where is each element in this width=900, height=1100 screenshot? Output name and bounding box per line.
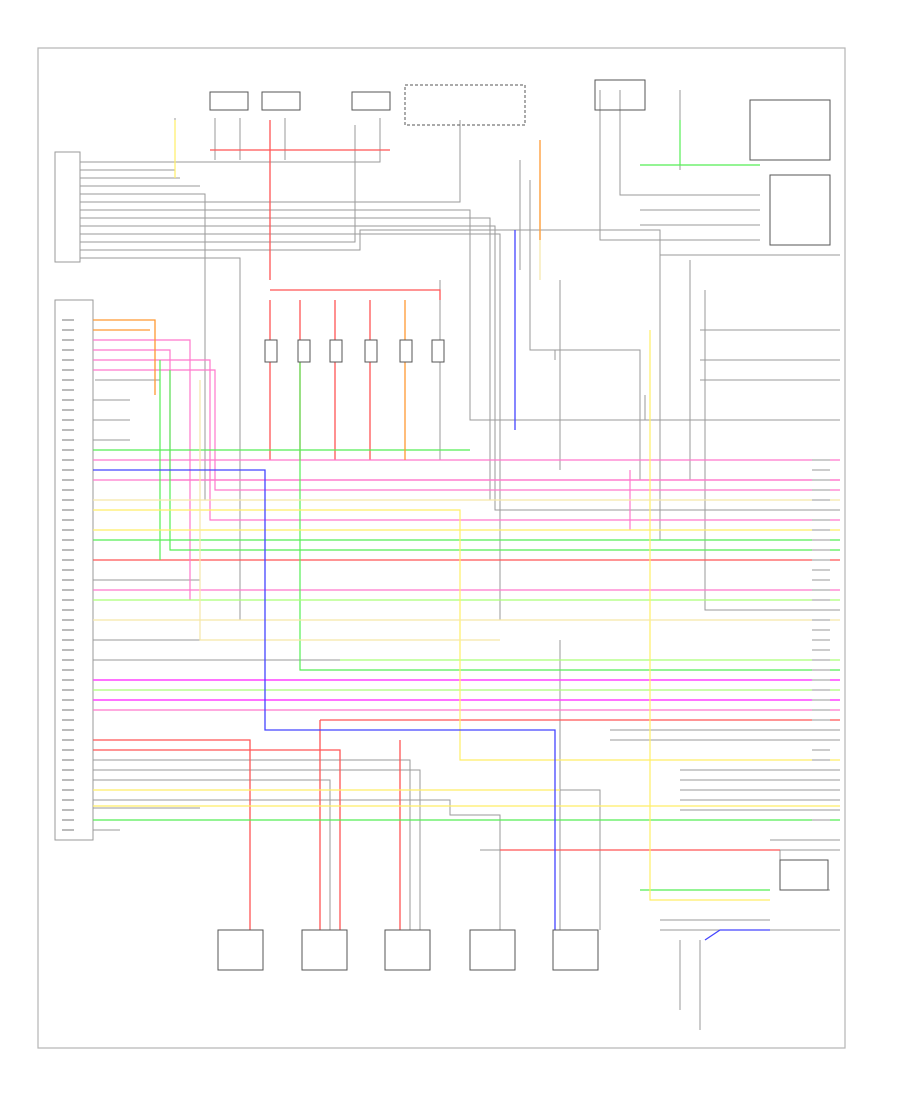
ecm-connector-block	[54, 151, 94, 841]
orange-wires	[93, 140, 541, 460]
injectors	[264, 339, 445, 363]
diagram-frame	[37, 47, 846, 1049]
bottom-sensors	[217, 859, 829, 971]
light-green-wires	[93, 599, 840, 691]
yellow-wires	[93, 120, 840, 901]
pin-labels	[62, 319, 830, 831]
red-wires	[93, 120, 840, 930]
magenta-wires	[93, 679, 840, 701]
green-wires	[93, 120, 840, 891]
top-relays	[209, 79, 831, 246]
blue-wires	[93, 230, 770, 941]
